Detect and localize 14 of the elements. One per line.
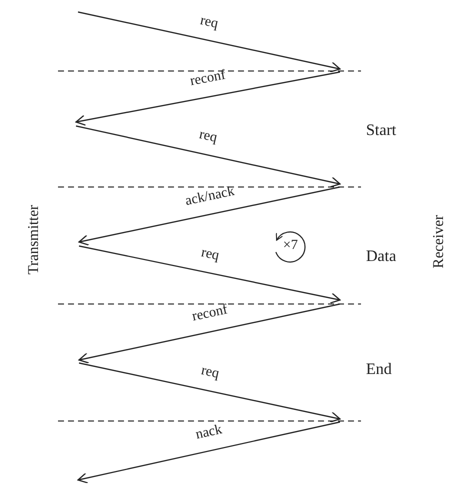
phase-label: Data — [366, 248, 396, 266]
message-label: ack/nack — [182, 182, 236, 210]
side-label: Receiver — [431, 215, 448, 268]
phase-label: End — [366, 361, 392, 379]
side-label: Transmitter — [26, 205, 43, 274]
message-label: req — [198, 244, 221, 266]
message-label: nack — [193, 421, 224, 445]
message-label: req — [196, 126, 220, 148]
phase-label: Start — [366, 122, 396, 140]
message-label: req — [198, 12, 220, 34]
repeat-count: ×7 — [283, 238, 298, 254]
message-label: reconf — [189, 301, 230, 327]
message-label: reconf — [188, 66, 228, 92]
message-label: req — [198, 362, 221, 384]
